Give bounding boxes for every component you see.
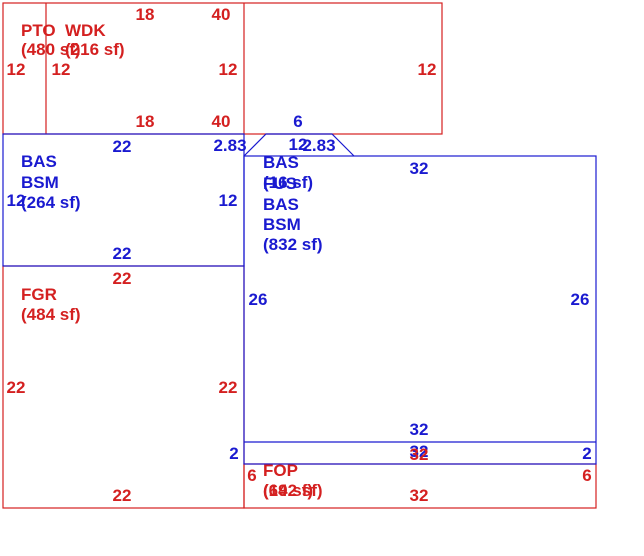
dim-fop-right: 6 (582, 466, 591, 485)
dim-pto-top: 18 (136, 5, 155, 24)
dim-fgr-bottom: 22 (113, 486, 132, 505)
dim-bas-top: 22 (113, 137, 132, 156)
dim-main-left: 26 (249, 290, 268, 309)
dim-wdk-top: 40 (212, 5, 231, 24)
main-block-outline (243, 155, 597, 465)
dim-main-right: 26 (571, 290, 590, 309)
bas-left-name1: BAS (21, 152, 57, 171)
dim-bay-diag-right: 2.83 (302, 136, 335, 155)
dim-bas-right: 12 (219, 191, 238, 210)
wdk-name: WDK (65, 21, 106, 40)
main-name2: FUS (263, 174, 297, 193)
dimension-labels: 18 40 12 12 12 12 18 40 6 2.83 12 2.83 2… (7, 5, 592, 505)
main-name1: BAS (263, 153, 299, 172)
dim-bas-bottom: 22 (113, 244, 132, 263)
dim-fgr-right: 22 (219, 378, 238, 397)
dim-strip-bottom: 32 (410, 445, 429, 464)
bas-left-size: (264 sf) (21, 193, 81, 212)
fgr-name: FGR (21, 285, 57, 304)
red-outlines (2, 2, 597, 509)
dim-bay-front: 12 (289, 135, 308, 154)
dim-pto-bottom: 18 (136, 112, 155, 131)
dim-fop-bottom: 32 (410, 486, 429, 505)
dim-fgr-left: 22 (7, 378, 26, 397)
dim-main-top: 32 (410, 159, 429, 178)
dim-wdk-bottom: 40 (212, 112, 231, 131)
main-name4: BSM (263, 215, 301, 234)
dim-wdk-right: 12 (418, 60, 437, 79)
fgr-size: (484 sf) (21, 305, 81, 324)
dim-fop-left: 6 (247, 466, 256, 485)
blue-outlines (2, 133, 597, 465)
bas-left-name2: BSM (21, 173, 59, 192)
fop-size: (192 sf) (263, 481, 323, 500)
dim-strip-left: 2 (229, 444, 238, 463)
dim-wdk-left-inner: 12 (219, 60, 238, 79)
dim-pto-inner-left: 12 (52, 60, 71, 79)
main-name3: BAS (263, 195, 299, 214)
dim-bay-diag-left: 2.83 (213, 136, 246, 155)
fop-size-overlap: (64 sf) (263, 481, 313, 500)
main-size2: (832 sf) (263, 235, 323, 254)
dim-fgr-top: 22 (113, 269, 132, 288)
main-size1: (16 sf) (263, 173, 313, 192)
dim-bay-top: 6 (293, 112, 302, 131)
dim-pto-left: 12 (7, 60, 26, 79)
dim-strip-top: 32 (410, 442, 429, 461)
wdk-size: (216 sf) (65, 40, 125, 59)
dim-bas-left: 12 (7, 191, 26, 210)
area-labels: PTO (480 sf) WDK (216 sf) BAS BSM (264 s… (21, 21, 323, 500)
pto-size: (480 sf) (21, 40, 81, 59)
fop-name: FOP (263, 461, 298, 480)
dim-strip-right: 2 (582, 444, 591, 463)
dim-main-bottom: 32 (410, 420, 429, 439)
pto-name: PTO (21, 21, 56, 40)
bay-outline (243, 133, 355, 157)
